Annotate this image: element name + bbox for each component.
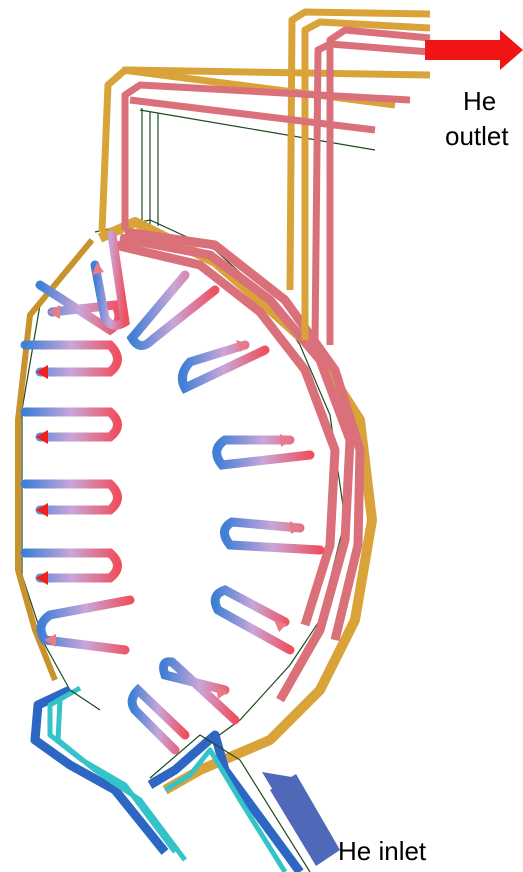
u-turns-left [25, 345, 118, 578]
he-inlet-label: He inlet [338, 838, 426, 864]
u-turns-top [40, 235, 215, 650]
he-outlet-label-line1: He [463, 88, 496, 114]
outlet-arrow [425, 30, 523, 70]
he-outlet-label-line2: outlet [445, 123, 509, 149]
gold-feeders [102, 12, 430, 340]
u-turns-right [132, 345, 320, 750]
